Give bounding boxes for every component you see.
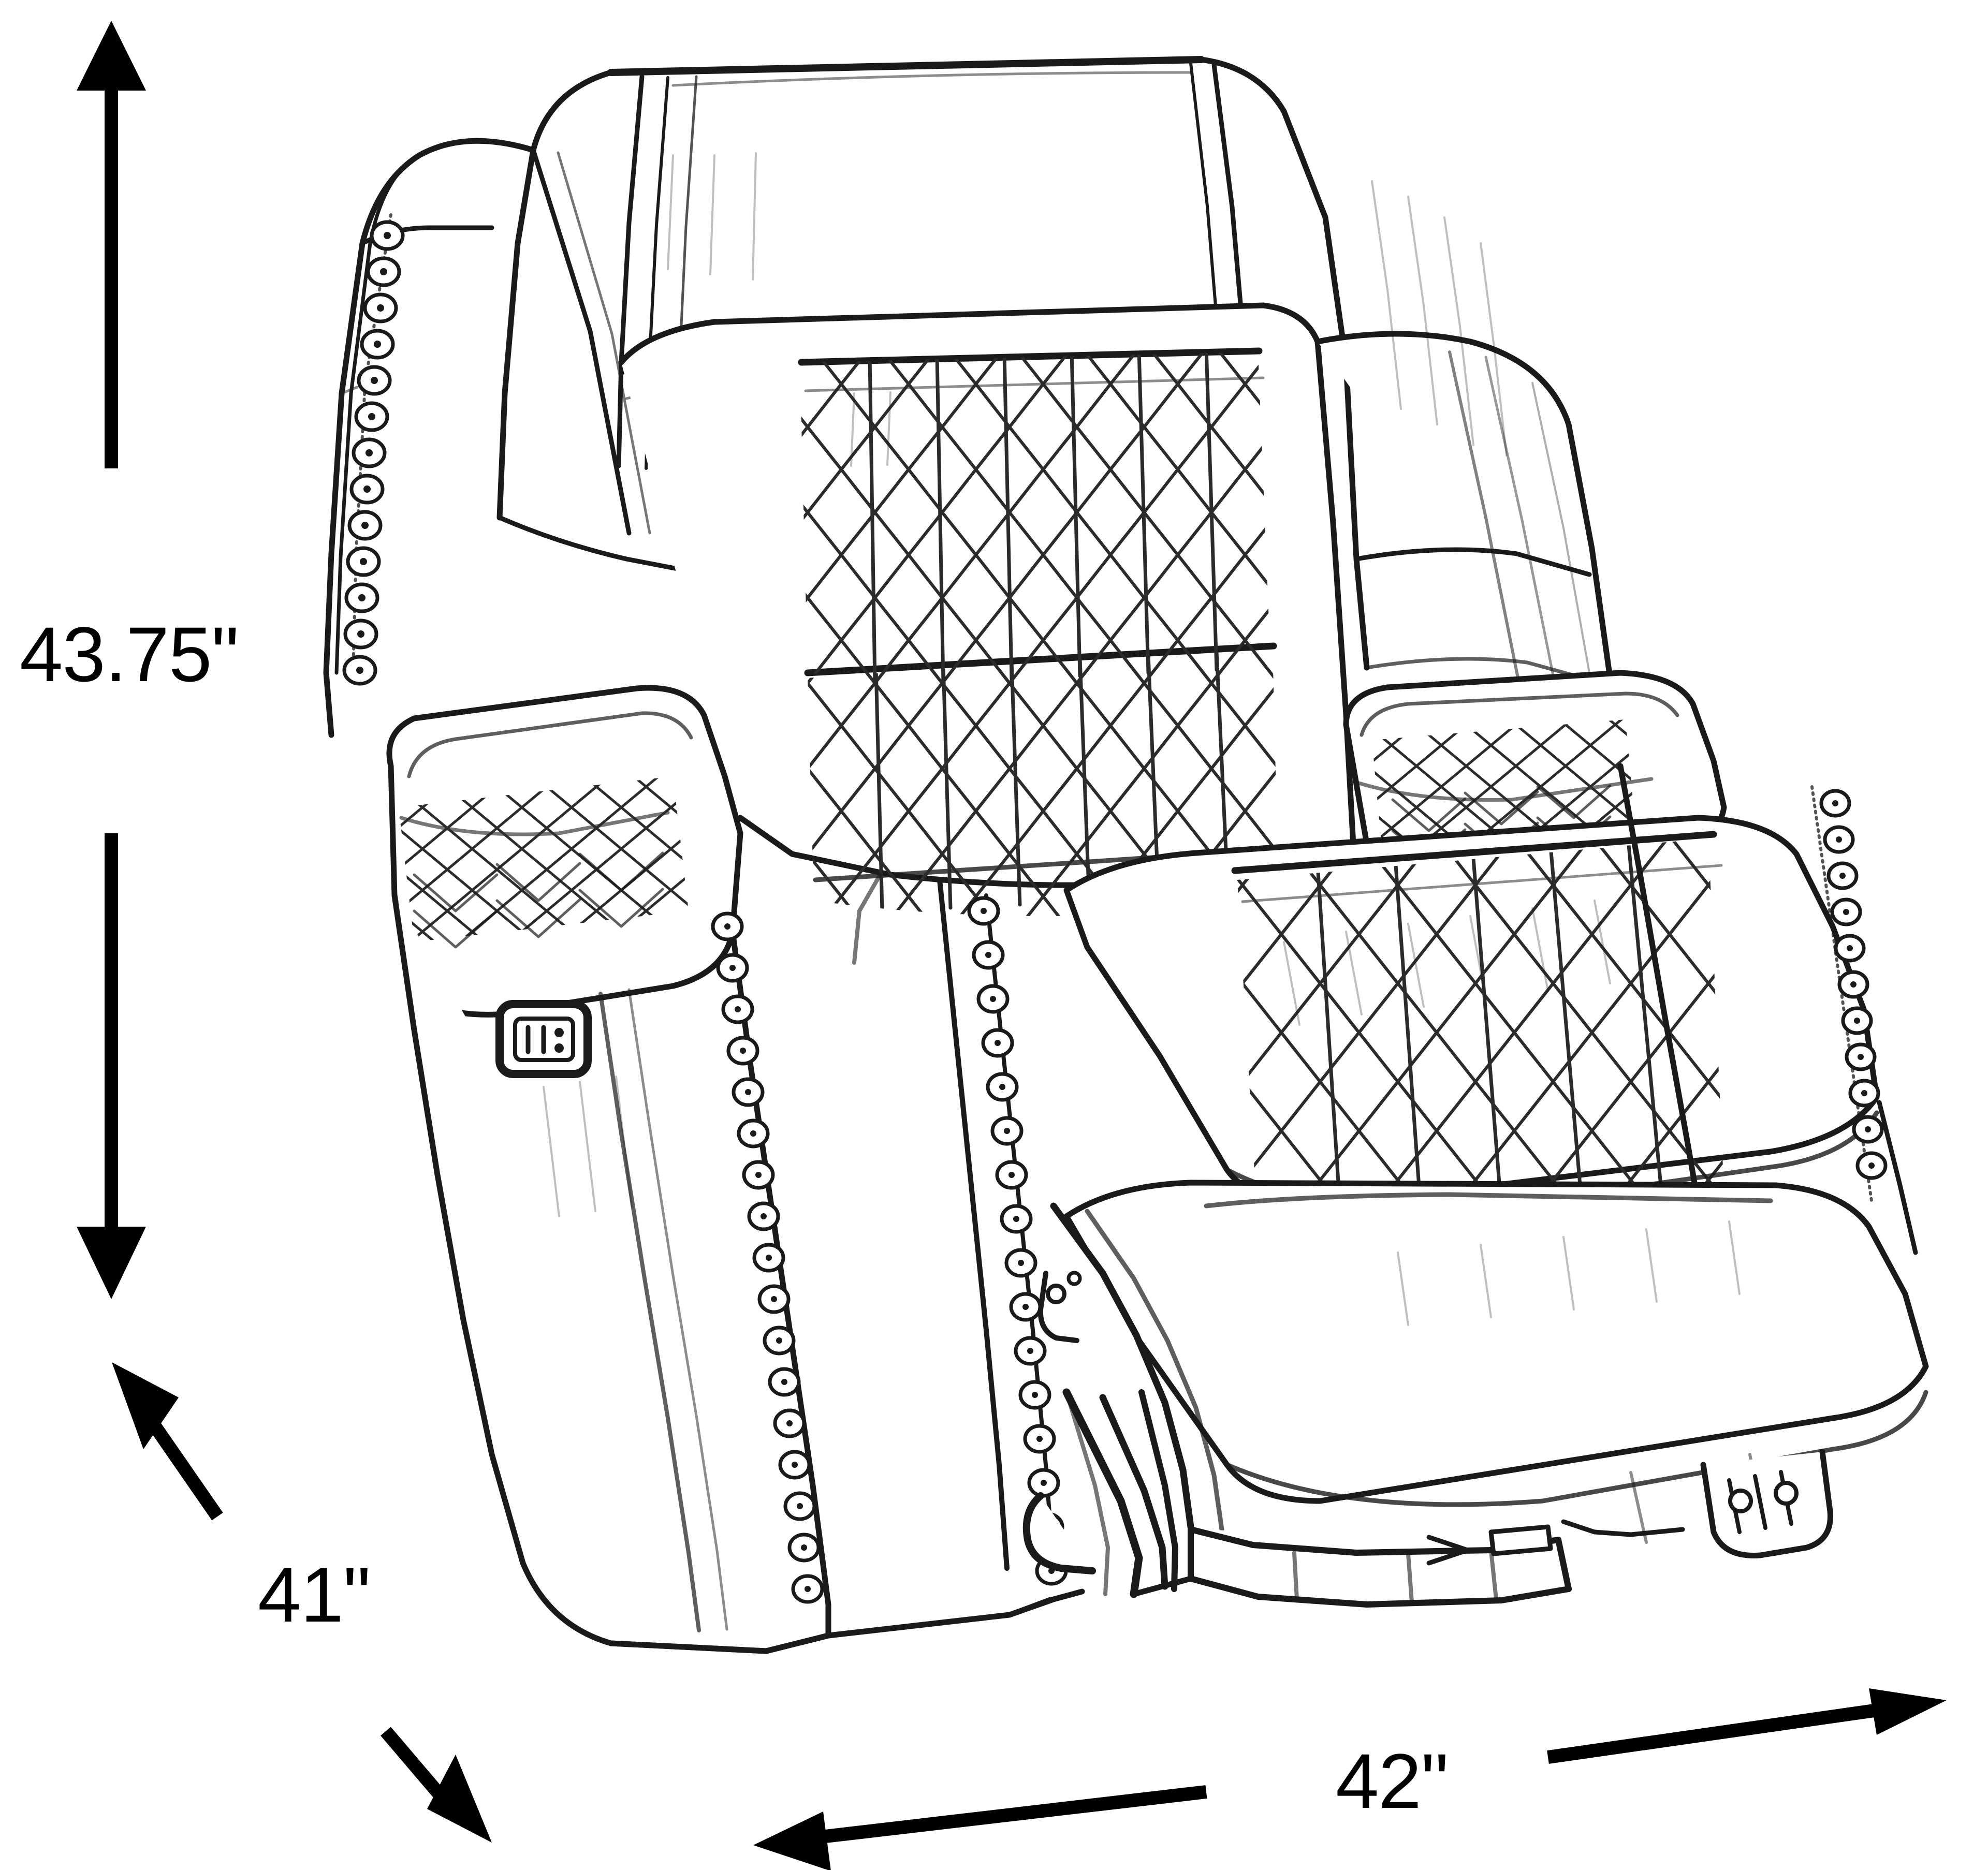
width-dimension-label: 42" xyxy=(1336,1738,1449,1824)
power-control-panel[interactable] xyxy=(495,1000,592,1078)
depth-arrow-downright xyxy=(381,1727,492,1843)
back-right-wing xyxy=(1314,331,1624,770)
recline-mechanism xyxy=(1022,1202,1224,1598)
base-front-edge xyxy=(608,1575,1194,1654)
recliner-illustration xyxy=(323,56,1929,1654)
nailhead-trim-left-inner xyxy=(967,893,1068,1586)
nailhead-trim-left-body xyxy=(711,911,824,1604)
depth-arrow-upleft xyxy=(112,1362,223,1521)
body-left-outer xyxy=(391,892,831,1654)
nailhead-trim-right xyxy=(1810,785,1888,1202)
footrest-extension-rail xyxy=(1188,1524,1572,1608)
height-arrow-up xyxy=(77,21,146,468)
height-arrow-down xyxy=(77,833,146,1299)
width-arrow-right xyxy=(1547,1688,1947,1764)
height-dimension-label: 43.75" xyxy=(20,611,239,698)
texture-hints xyxy=(543,152,1741,1326)
backrest-tufting-upper xyxy=(800,352,1271,688)
seat-cushion xyxy=(1063,815,1880,1232)
width-arrow-left xyxy=(753,1785,1207,1870)
nailhead-trim-left-wing xyxy=(342,213,405,686)
depth-dimension-label: 41" xyxy=(258,1551,371,1638)
footrest-hardware xyxy=(1561,1449,1833,1558)
